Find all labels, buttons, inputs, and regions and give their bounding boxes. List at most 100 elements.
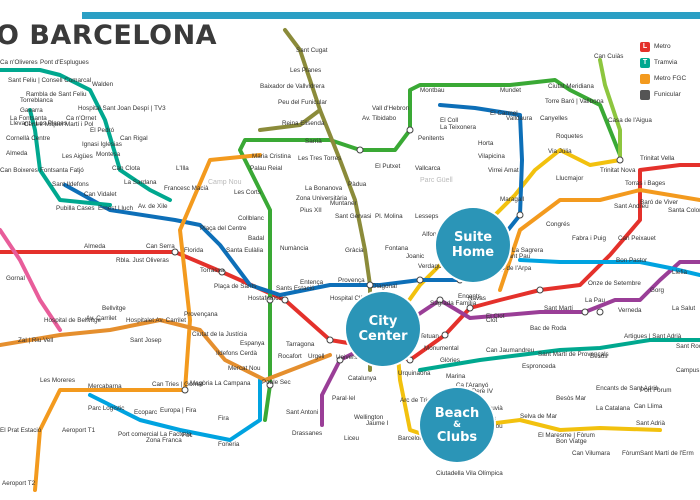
line-tram-baix-b[interactable]	[28, 108, 112, 207]
station-label[interactable]: Llucmajor	[556, 175, 583, 182]
station-label[interactable]: Ciutat de la Justícia	[192, 331, 247, 338]
station-label[interactable]: Zona Franca	[146, 437, 182, 444]
station-label[interactable]: Sants Estació	[276, 285, 315, 292]
station-label[interactable]: Sant Roc	[676, 343, 700, 350]
station-label[interactable]: La Catalana	[596, 405, 630, 412]
station-label[interactable]: Hospital de Bellvitge	[44, 317, 102, 324]
pin-suite-home[interactable]: Suite Home	[436, 208, 510, 282]
station-label[interactable]: Collblanc	[238, 215, 264, 222]
station-label[interactable]: Marina	[446, 373, 466, 380]
station-label[interactable]: Fira	[218, 415, 229, 422]
station-label[interactable]: Foneria	[218, 441, 240, 448]
station-label[interactable]: Casa de l'Aigua	[608, 117, 652, 124]
station-label[interactable]: Catalunya	[348, 375, 377, 382]
station-label[interactable]: Pere IV	[472, 388, 494, 395]
station-label[interactable]: Foc	[182, 432, 193, 439]
station-label[interactable]: Glòries	[440, 357, 460, 364]
station-label[interactable]: Can Serra	[146, 243, 175, 250]
line-fgc-branch[interactable]	[258, 108, 322, 132]
station-label[interactable]: Gavarra	[20, 107, 43, 114]
station-label[interactable]: Can Rigal	[120, 135, 148, 142]
station-label[interactable]: La Fontsanta	[10, 115, 47, 122]
station-label[interactable]: Can Llima	[634, 403, 663, 410]
station-label[interactable]: Hostafrancs	[248, 295, 282, 302]
station-label[interactable]: Sant Martí de l'Erm	[640, 450, 694, 457]
station-label[interactable]: Rocafort	[278, 353, 302, 360]
station-label[interactable]: Can Peixauet	[618, 235, 656, 242]
station-label[interactable]: Palau Reial	[250, 165, 282, 172]
station-label[interactable]: Wellington	[354, 414, 384, 421]
station-label[interactable]: Zona Universitària	[296, 195, 348, 202]
line-fgc-llobregat[interactable]	[0, 318, 332, 382]
station-label[interactable]: Rambla de Sant Feliu	[26, 91, 87, 98]
station-label[interactable]: Diagonal	[372, 283, 397, 290]
station-label[interactable]: L'Illa	[176, 165, 189, 172]
station-label[interactable]: El Clot	[486, 313, 505, 320]
station-label[interactable]: Congrés	[546, 221, 570, 228]
station-label[interactable]: Francesc Macià	[164, 185, 209, 192]
line-l10-north[interactable]	[518, 258, 700, 277]
line-l11[interactable]	[598, 58, 622, 162]
station-label[interactable]: Torrassa	[200, 267, 225, 274]
station-label[interactable]: Joanic	[406, 253, 424, 260]
station-label[interactable]: Reina Elisenda	[282, 120, 325, 127]
line-l5[interactable]	[63, 103, 524, 297]
station-label[interactable]: Sant Gervasi	[335, 213, 371, 220]
station-label[interactable]: Espanya	[240, 340, 265, 347]
station-label[interactable]: Gorg	[650, 287, 664, 294]
station-label[interactable]: Pàdua	[348, 181, 367, 188]
station-label[interactable]: Les Corts	[234, 189, 261, 196]
station-label[interactable]: Mercabarna	[88, 383, 122, 390]
station-label[interactable]: Fontana	[385, 245, 409, 252]
station-label[interactable]: Ca n'Oliveres	[0, 59, 38, 66]
station-label[interactable]: Bellvitge	[102, 305, 126, 312]
station-label[interactable]: El Prat Estació	[0, 427, 42, 434]
station-label[interactable]: Ernest Lluch	[98, 205, 133, 212]
station-label[interactable]: Navas	[468, 295, 486, 302]
station-label[interactable]: Plaça de Sants	[214, 283, 256, 290]
station-label[interactable]: Walden	[92, 81, 114, 88]
station-label[interactable]: Baró de Viver	[640, 199, 678, 206]
station-label[interactable]: Torre Baró | Vallbona	[545, 98, 604, 105]
station-label[interactable]: Gràcia	[345, 247, 364, 254]
station-label[interactable]: Bon Viatge	[556, 438, 587, 445]
station-label[interactable]: Provençana	[184, 311, 218, 318]
station-label[interactable]: Poble Sec	[262, 379, 291, 386]
station-label[interactable]: Encants de Sant Adrià	[596, 385, 659, 392]
station-label[interactable]: Ciutadella Vila Olímpica	[436, 470, 503, 477]
station-label[interactable]: Sant Josep	[130, 337, 162, 344]
station-label[interactable]: Sant Martí de Provençals	[538, 351, 609, 358]
station-label[interactable]: Ecoparc	[134, 409, 157, 416]
station-label[interactable]: Fòrum	[622, 450, 640, 457]
station-label[interactable]: Peu del Funicular	[278, 99, 327, 106]
station-label[interactable]: Virrei Amat	[488, 167, 519, 174]
station-label[interactable]: Sant Cugat	[296, 47, 328, 54]
station-label[interactable]: Besòs	[590, 353, 608, 360]
station-label[interactable]: Tarragona	[286, 341, 315, 348]
station-label[interactable]: Liceu	[344, 435, 360, 442]
station-label[interactable]: Muntaner	[330, 200, 357, 207]
station-label[interactable]: Av. Carrilet	[86, 315, 117, 322]
line-l9-north[interactable]	[498, 188, 700, 292]
station-label[interactable]: El Maresme | Fòrum	[538, 432, 595, 439]
station-label[interactable]: Fabra i Puig	[572, 235, 606, 242]
station-label[interactable]: Torras i Bages	[625, 180, 665, 187]
station-label[interactable]: Almeda	[84, 243, 106, 250]
station-label[interactable]: Magòria La Campana	[190, 380, 251, 387]
station-label[interactable]: Can Clota	[112, 165, 140, 172]
pin-city-center[interactable]: City Center	[346, 292, 420, 366]
station-label[interactable]: Horta	[478, 140, 494, 147]
station-label[interactable]: Roquetes	[556, 133, 583, 140]
pin-beach-clubs[interactable]: Beach & Clubs	[420, 388, 494, 462]
station-label[interactable]: Can Jaumandreu	[486, 347, 535, 354]
station-label[interactable]: Pius XII	[300, 207, 322, 214]
station-label[interactable]: Espronceda	[522, 363, 556, 370]
station-label[interactable]: Zal | Riu Vell	[18, 337, 53, 344]
station-label[interactable]: Ildefons Cerdà	[216, 350, 257, 357]
station-label[interactable]: Baixador de Vallvidrera	[260, 83, 325, 90]
station-label[interactable]: Av. Tibidabo	[362, 115, 397, 122]
station-label[interactable]: Ciutat Meridiana	[548, 83, 594, 90]
line-tram-baix[interactable]	[0, 68, 172, 202]
station-label[interactable]: La Pau	[585, 297, 605, 304]
line-l10-sud[interactable]	[0, 228, 62, 332]
